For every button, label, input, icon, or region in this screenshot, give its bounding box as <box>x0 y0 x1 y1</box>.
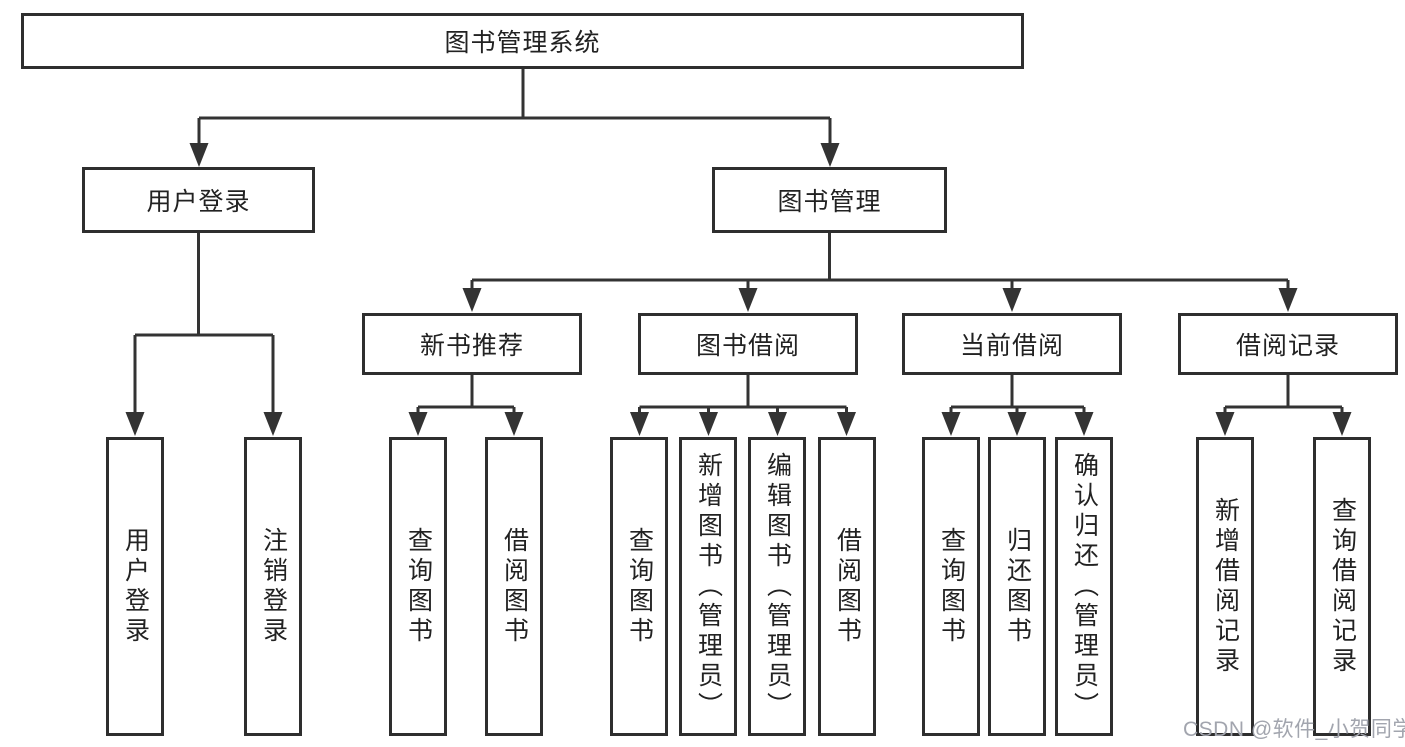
node-book-borrow: 图书借阅 <box>638 313 858 375</box>
node-book-management: 图书管理 <box>712 167 947 233</box>
leaf-query-book: 查询图书 <box>922 437 980 736</box>
leaf-logout: 注销登录 <box>244 437 302 736</box>
node-borrow-records: 借阅记录 <box>1178 313 1398 375</box>
leaf-borrow-book: 借阅图书 <box>818 437 876 736</box>
leaf-add-borrow-record: 新增借阅记录 <box>1196 437 1254 736</box>
leaf-edit-book-admin: 编辑图书（管理员） <box>748 437 806 736</box>
leaf-return-book: 归还图书 <box>988 437 1046 736</box>
leaf-confirm-return-admin: 确认归还（管理员） <box>1055 437 1113 736</box>
node-new-book-recommend: 新书推荐 <box>362 313 582 375</box>
node-user-login: 用户登录 <box>82 167 315 233</box>
csdn-watermark: CSDN @软件_小贺同学 <box>1183 718 1405 741</box>
leaf-query-borrow-record: 查询借阅记录 <box>1313 437 1371 736</box>
leaf-query-book: 查询图书 <box>389 437 447 736</box>
leaf-borrow-book: 借阅图书 <box>485 437 543 736</box>
node-root-system: 图书管理系统 <box>21 13 1024 69</box>
leaf-add-book-admin: 新增图书（管理员） <box>679 437 737 736</box>
leaf-query-book: 查询图书 <box>610 437 668 736</box>
leaf-user-login: 用户登录 <box>106 437 164 736</box>
node-current-borrow: 当前借阅 <box>902 313 1122 375</box>
